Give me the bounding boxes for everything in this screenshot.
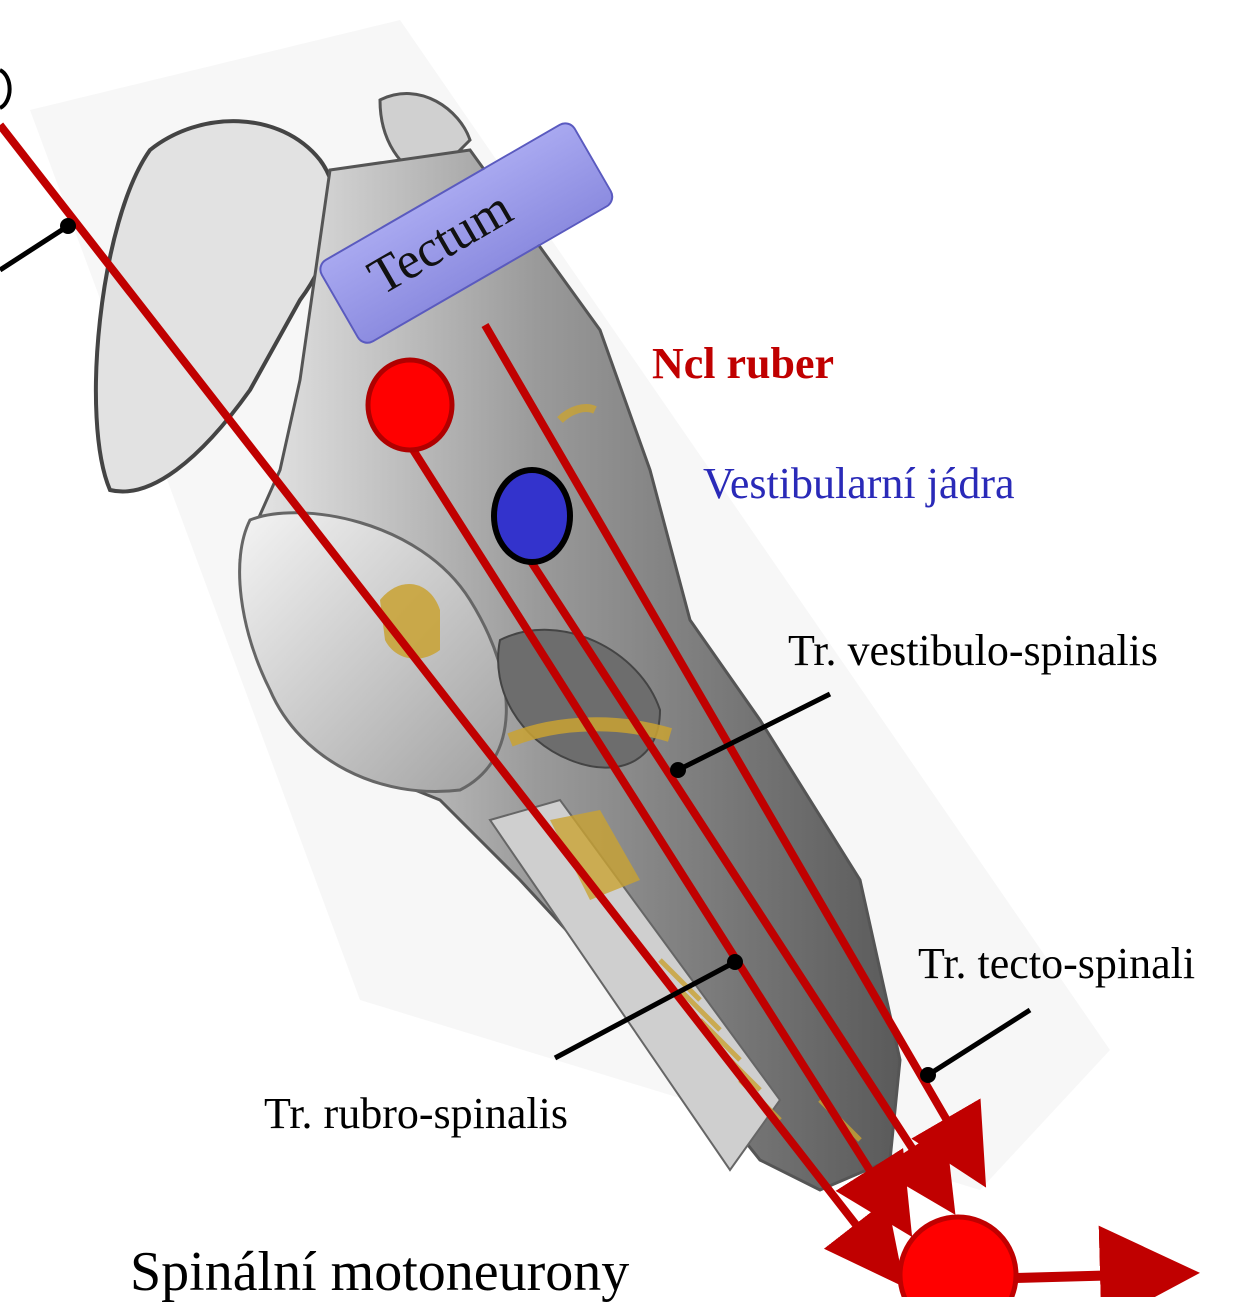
pointer-dot-rubro [727,954,743,970]
tr-tecto-spinalis-label: Tr. tecto-spinali [918,938,1195,989]
pointer-dot-vestibulo [670,762,686,778]
tr-vestibulo-spinalis-label: Tr. vestibulo-spinalis [788,625,1158,676]
ncl-ruber-node [368,360,452,450]
spinal-motoneuron-node [900,1217,1016,1297]
vestibular-nuclei-label: Vestibularní jádra [703,458,1015,509]
tr-rubro-spinalis-label: Tr. rubro-spinalis [264,1088,568,1139]
pointer-cortex [0,226,68,270]
spinal-motoneurons-label: Spinální motoneurony [130,1240,629,1304]
motor-output-arrow [1015,1274,1160,1278]
cortex-node-partial [0,70,10,108]
ncl-ruber-label: Ncl ruber [652,338,834,389]
pointer-dot-tecto [920,1067,936,1083]
pointer-dot-cortex [60,218,76,234]
vestibular-nuclei-node [494,470,570,562]
